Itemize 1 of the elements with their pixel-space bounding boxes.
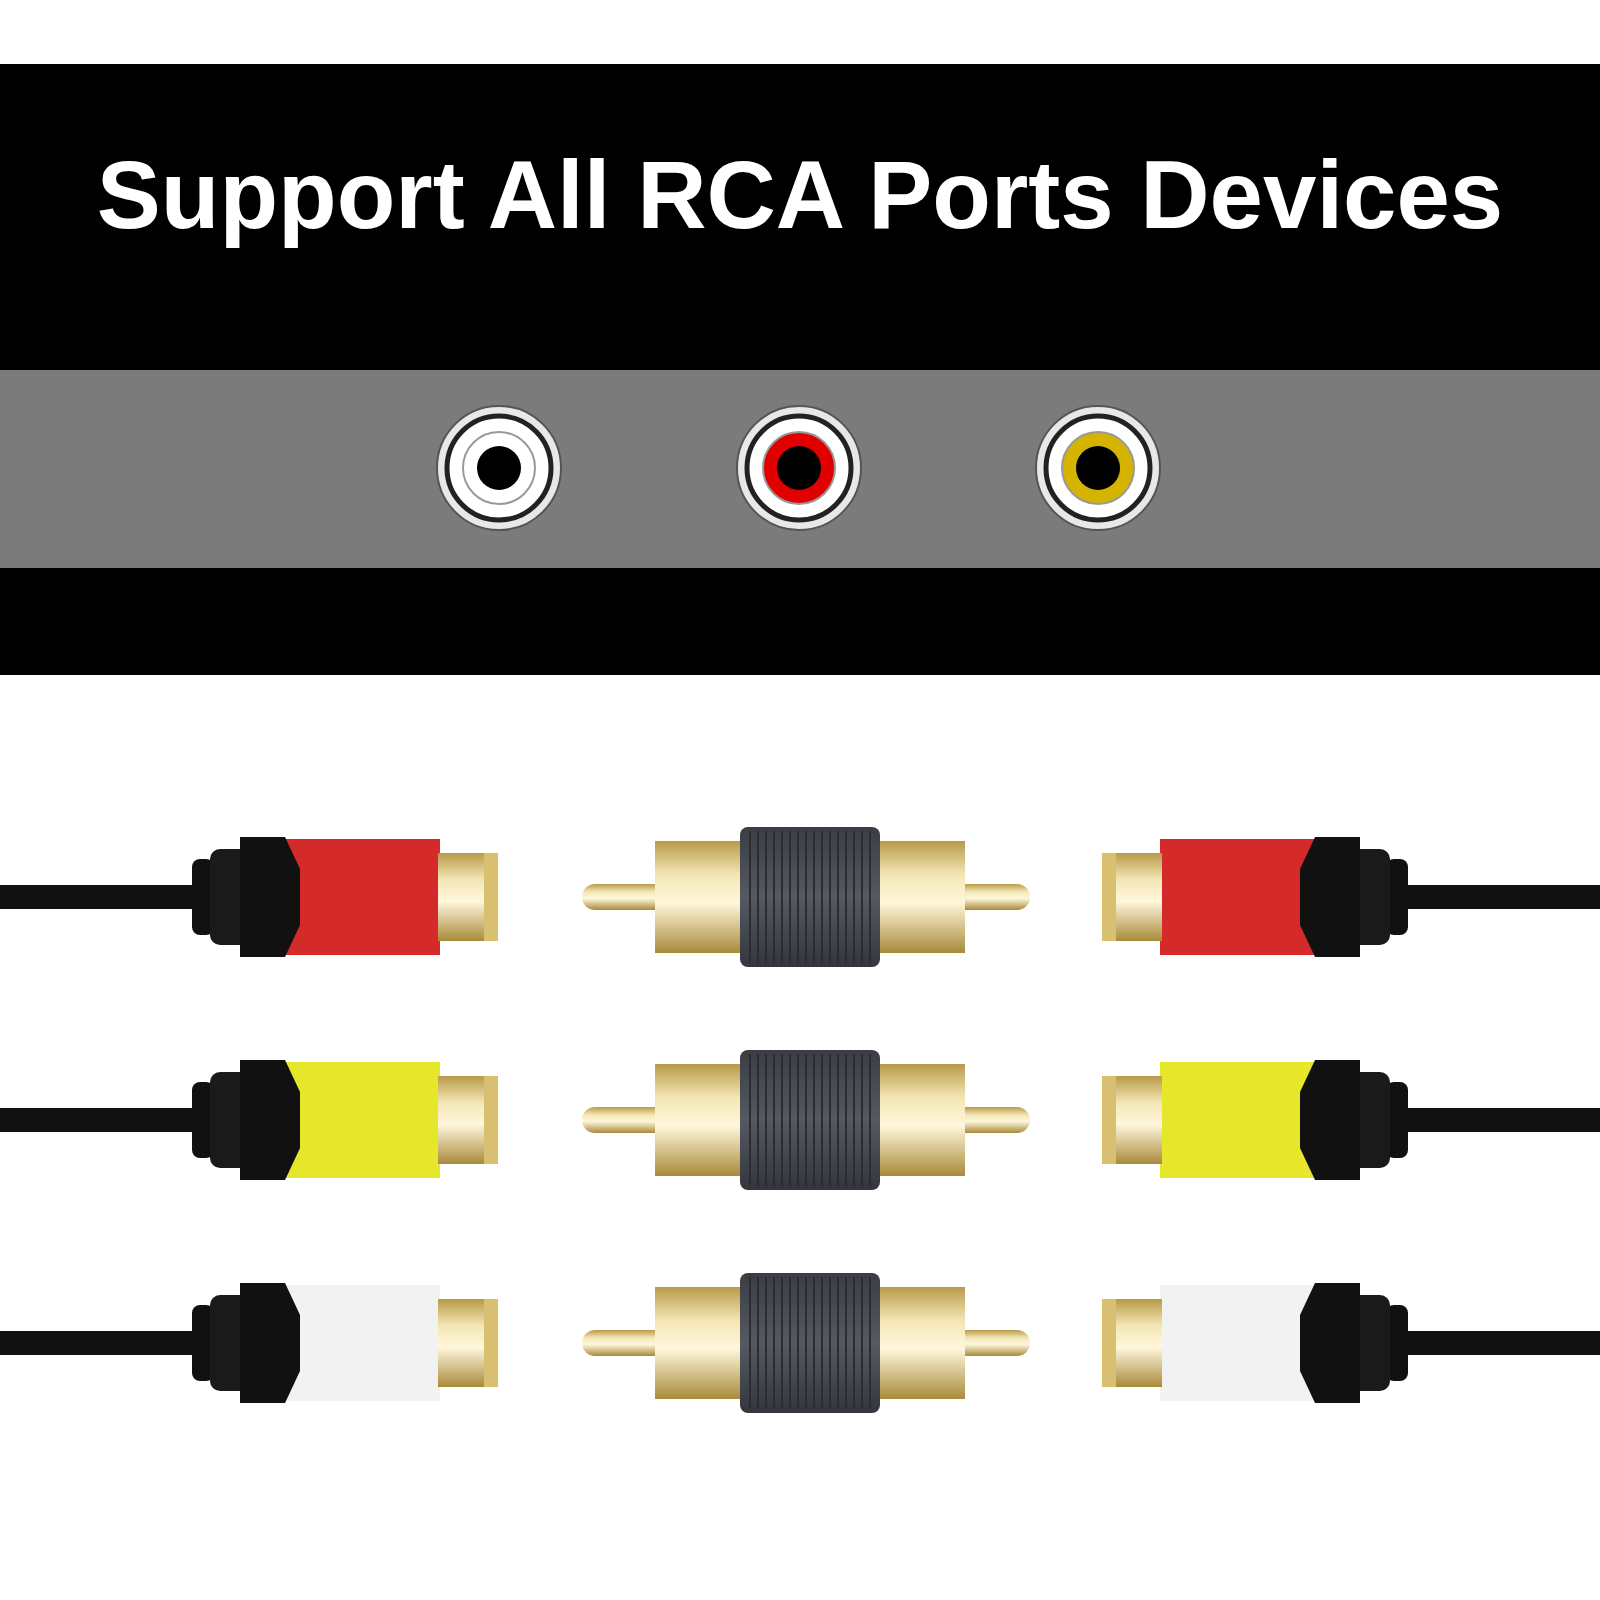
banner-title: Support All RCA Ports Devices <box>95 140 1505 250</box>
